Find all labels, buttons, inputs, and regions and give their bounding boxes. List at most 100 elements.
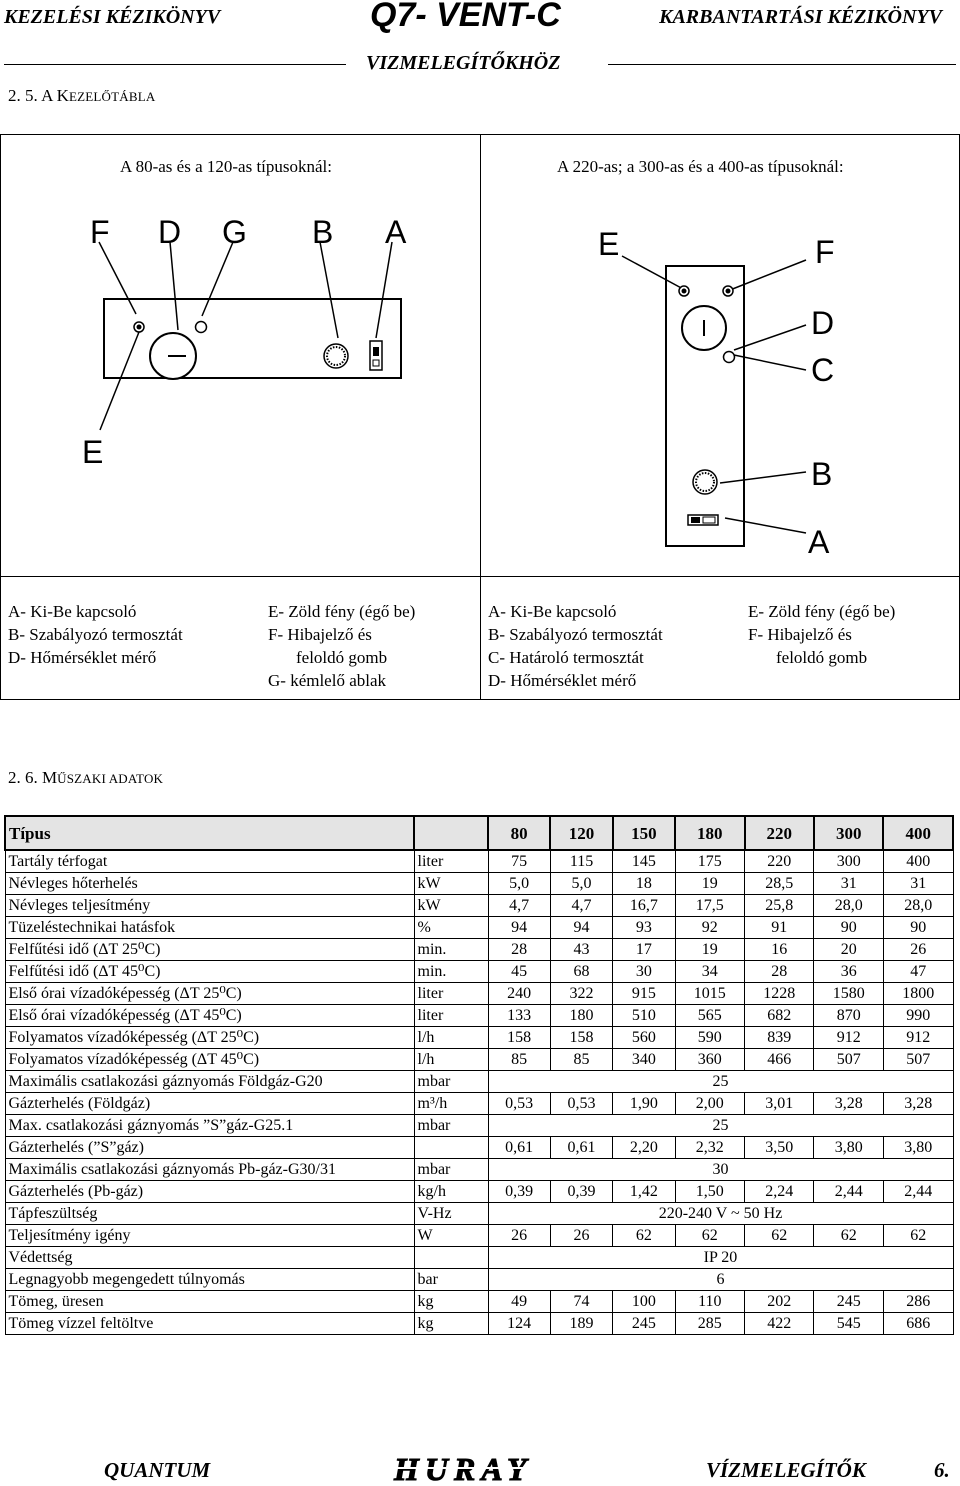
row-value: 3,01 bbox=[743, 1092, 815, 1115]
row-value: 1015 bbox=[674, 982, 746, 1005]
row-label: Maximális csatlakozási gáznyomás Földgáz… bbox=[4, 1070, 415, 1093]
row-unit: mbar bbox=[413, 1158, 489, 1181]
row-label: Folyamatos vízadóképesség (ΔT 45⁰C) bbox=[4, 1048, 415, 1071]
row-value: 590 bbox=[674, 1026, 746, 1049]
row-value: 285 bbox=[674, 1312, 746, 1335]
row-value-span: 25 bbox=[487, 1114, 954, 1137]
row-label: Felfűtési idő (ΔT 25⁰C) bbox=[4, 938, 415, 961]
row-value: 3,80 bbox=[882, 1136, 954, 1159]
row-value: 36 bbox=[813, 960, 884, 983]
section-heading-panel: 2. 5. A KEZELŐTÁBLA bbox=[8, 86, 156, 105]
row-label: Védettség bbox=[4, 1246, 415, 1269]
label-D: D bbox=[811, 305, 835, 341]
row-value: 62 bbox=[882, 1224, 954, 1247]
row-value: 912 bbox=[882, 1026, 954, 1049]
row-value: 28,5 bbox=[743, 872, 815, 895]
row-unit: m³/h bbox=[413, 1092, 489, 1115]
row-unit: kW bbox=[413, 894, 489, 917]
row-value-span: 30 bbox=[487, 1158, 954, 1181]
row-value: 3,28 bbox=[813, 1092, 884, 1115]
pointer-D bbox=[733, 324, 807, 351]
row-value: 18 bbox=[612, 872, 676, 895]
header-model: 220 bbox=[743, 815, 815, 851]
row-value: 686 bbox=[882, 1312, 954, 1335]
label-B: B bbox=[312, 214, 334, 250]
row-label: Max. csatlakozási gáznyomás ”S”gáz-G25.1 bbox=[4, 1114, 415, 1137]
table-row: Védettség IP 20 bbox=[4, 1246, 954, 1269]
footer-left: QUANTUM bbox=[104, 1458, 211, 1482]
row-unit: kg/h bbox=[413, 1180, 489, 1203]
row-unit: min. bbox=[413, 938, 489, 961]
header-right: KARBANTARTÁSI KÉZIKÖNYV bbox=[659, 6, 942, 28]
label-G: G bbox=[222, 214, 247, 250]
row-value: 110 bbox=[674, 1290, 746, 1313]
section-heading-specs: 2. 6. MŰSZAKI ADATOK bbox=[8, 768, 164, 787]
row-value: 1,90 bbox=[612, 1092, 676, 1115]
row-value: 28,0 bbox=[882, 894, 954, 917]
label-F: F bbox=[815, 234, 835, 270]
row-unit: kg bbox=[413, 1290, 489, 1313]
row-value-span: IP 20 bbox=[487, 1246, 954, 1269]
row-unit: liter bbox=[413, 849, 489, 873]
row-value: 25,8 bbox=[743, 894, 815, 917]
header-title: Q7- VENT-C bbox=[370, 0, 561, 34]
row-value: 565 bbox=[674, 1004, 746, 1027]
pointer-G bbox=[201, 241, 234, 317]
row-value: 75 bbox=[487, 849, 551, 873]
row-value: 422 bbox=[743, 1312, 815, 1335]
header-type: Típus bbox=[4, 815, 415, 851]
pointer-A bbox=[724, 517, 807, 534]
row-value: 17,5 bbox=[674, 894, 746, 917]
row-value: 19 bbox=[674, 872, 746, 895]
row-value: 4,7 bbox=[487, 894, 551, 917]
header-unit bbox=[413, 815, 489, 851]
row-value: 49 bbox=[487, 1290, 551, 1313]
pointer-C bbox=[733, 354, 807, 371]
row-unit: mbar bbox=[413, 1114, 489, 1137]
row-value: 245 bbox=[813, 1290, 884, 1313]
row-value: 92 bbox=[674, 916, 746, 939]
header-model: 180 bbox=[674, 815, 746, 851]
row-value: 990 bbox=[882, 1004, 954, 1027]
row-value: 43 bbox=[549, 938, 614, 961]
row-label: Tápfeszültség bbox=[4, 1202, 415, 1225]
row-value: 2,24 bbox=[743, 1180, 815, 1203]
row-label: Folyamatos vízadóképesség (ΔT 25⁰C) bbox=[4, 1026, 415, 1049]
row-value: 2,44 bbox=[882, 1180, 954, 1203]
header-model: 300 bbox=[812, 815, 885, 851]
row-value: 286 bbox=[882, 1290, 954, 1313]
control-panel-body bbox=[103, 298, 402, 379]
row-value: 145 bbox=[612, 849, 676, 873]
limit-thermostat bbox=[722, 350, 736, 364]
row-label: Első órai vízadóképesség (ΔT 45⁰C) bbox=[4, 1004, 415, 1027]
row-unit: kg bbox=[413, 1312, 489, 1335]
row-value: 28 bbox=[743, 960, 815, 983]
header-rule-left bbox=[4, 64, 346, 65]
row-value: 3,50 bbox=[743, 1136, 815, 1159]
row-value: 90 bbox=[882, 916, 954, 939]
legend-left-col2: E- Zöld fény (égő be) F- Hibajelző és fe… bbox=[268, 602, 416, 690]
row-value: 322 bbox=[549, 982, 614, 1005]
row-value: 85 bbox=[549, 1048, 614, 1071]
row-value: 0,39 bbox=[549, 1180, 614, 1203]
row-value: 300 bbox=[813, 849, 884, 873]
row-label: Első órai vízadóképesség (ΔT 25⁰C) bbox=[4, 982, 415, 1005]
row-label: Névleges hőterhelés bbox=[4, 872, 415, 895]
label-D: D bbox=[158, 214, 182, 250]
row-value: 2,44 bbox=[813, 1180, 884, 1203]
row-unit: mbar bbox=[413, 1070, 489, 1093]
table-row: Maximális csatlakozási gáznyomás Pb-gáz-… bbox=[4, 1158, 954, 1181]
row-value: 682 bbox=[743, 1004, 815, 1027]
row-value: 0,39 bbox=[487, 1180, 551, 1203]
row-value: 175 bbox=[674, 849, 746, 873]
row-value: 3,28 bbox=[882, 1092, 954, 1115]
row-unit: W bbox=[413, 1224, 489, 1247]
label-F: F bbox=[90, 214, 110, 250]
